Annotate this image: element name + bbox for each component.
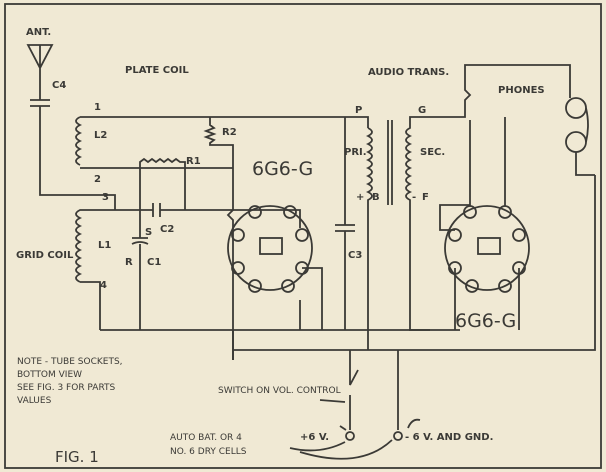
note-line-2: BOTTOM VIEW [17, 370, 82, 380]
phones [565, 95, 595, 176]
capacitor-c2 [152, 203, 161, 217]
tap-3-label: 3 [102, 192, 109, 203]
minus-label: - [412, 192, 416, 203]
antenna-label: ANT. [26, 27, 51, 38]
tube-2-label: 6G6-G [455, 310, 516, 332]
r-label: R [125, 257, 133, 268]
transformer-secondary [405, 64, 571, 210]
capacitor-c3 [335, 117, 355, 330]
grid-coil-label: GRID COIL [16, 250, 74, 261]
note-line-4: VALUES [17, 396, 52, 406]
switch [349, 350, 359, 430]
capacitor-c1 [131, 210, 149, 330]
tap-1-label: 1 [94, 102, 101, 113]
g-label: G [418, 105, 426, 116]
battery-arrows [289, 399, 421, 460]
frame-border [4, 3, 602, 469]
p-label: P [355, 105, 362, 116]
figure-label: FIG. 1 [55, 448, 99, 466]
transformer-primary [365, 127, 373, 350]
s-label: S [145, 227, 152, 238]
note-line-3: SEE FIG. 3 FOR PARTS [17, 383, 116, 393]
tube-1-label: 6G6-G [252, 158, 313, 180]
tube-1-socket [227, 205, 323, 360]
r1-label: R1 [186, 156, 201, 167]
switch-label: SWITCH ON VOL. CONTROL [218, 386, 341, 396]
sec-label: SEC. [420, 147, 445, 158]
antenna-symbol [26, 44, 54, 100]
tap-4-label: 4 [100, 280, 107, 291]
l2-label: L2 [94, 130, 107, 141]
resistor-r2 [203, 117, 234, 360]
minus-6v-label: - 6 V. AND GND. [405, 432, 493, 443]
phones-label: PHONES [498, 85, 545, 96]
bottom-bus [100, 175, 596, 351]
coil-l1 [75, 209, 101, 330]
c2-label: C2 [160, 224, 174, 235]
audio-trans-label: AUDIO TRANS. [368, 67, 449, 78]
c1-label: C1 [147, 257, 161, 268]
pri-label: PRI. [344, 147, 367, 158]
plus-6v-label: +6 V. [300, 432, 329, 443]
c4-label: C4 [52, 80, 66, 91]
c3-label: C3 [348, 250, 362, 261]
sec-f-wire [410, 210, 430, 350]
terminal-minus [393, 431, 403, 441]
r2-label: R2 [222, 127, 237, 138]
grid-wire [100, 209, 301, 228]
transformer-core [387, 120, 393, 205]
coil-l2 [75, 116, 233, 169]
battery-line-1: AUTO BAT. OR 4 [170, 433, 242, 443]
f-label: F [422, 192, 429, 203]
tap-2-label: 2 [94, 174, 101, 185]
battery-line-2: NO. 6 DRY CELLS [170, 447, 247, 457]
terminal-plus [345, 431, 355, 441]
plate-wire [95, 116, 369, 128]
tube-2-socket [439, 117, 530, 330]
plate-coil-label: PLATE COIL [125, 65, 189, 76]
l1-label: L1 [98, 240, 111, 251]
capacitor-c4 [30, 99, 116, 210]
b-label: B [372, 192, 380, 203]
resistor-r1 [139, 157, 186, 210]
plus-label: + [356, 192, 364, 203]
note-line-1: NOTE - TUBE SOCKETS, [17, 357, 123, 367]
